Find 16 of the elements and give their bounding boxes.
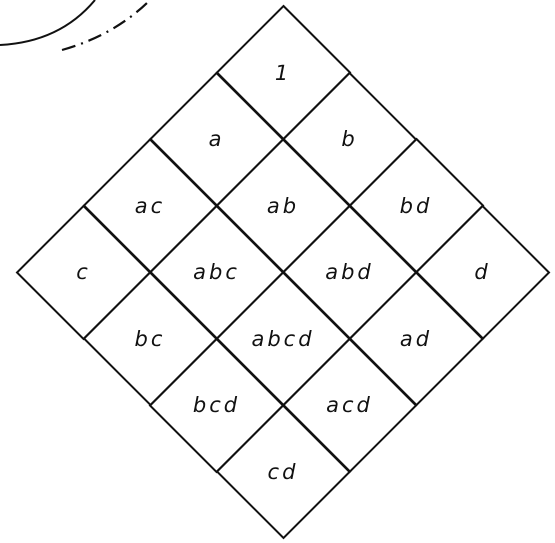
cell-label: bd	[400, 194, 432, 218]
cell-label: abcd	[251, 326, 315, 350]
cell-label: ad	[400, 326, 432, 350]
cell-label: c	[76, 260, 91, 284]
cell-label: d	[474, 260, 491, 284]
cell-label: b	[341, 127, 358, 151]
cell-label: bc	[134, 326, 166, 350]
cell-label: ab	[266, 194, 300, 218]
cell-label: 1	[274, 60, 292, 84]
cell-label: abd	[325, 260, 374, 284]
cell-label: abc	[193, 260, 240, 284]
cell-label: acd	[326, 393, 373, 417]
cell-label: ac	[134, 194, 166, 218]
cell-label: bcd	[192, 393, 240, 417]
cell-label: a	[208, 127, 224, 151]
cell-label: cd	[268, 460, 298, 484]
